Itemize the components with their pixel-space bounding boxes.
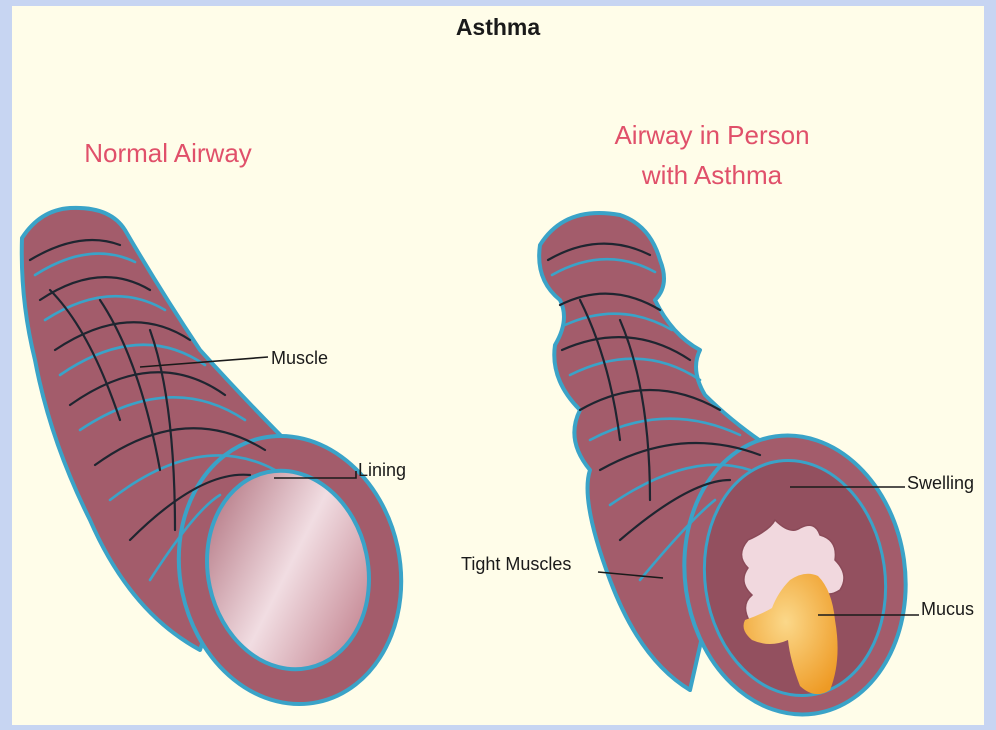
swelling-label: Swelling [907, 473, 974, 493]
normal-airway-heading: Normal Airway [84, 138, 252, 168]
asthma-airway-heading-line2: with Asthma [641, 160, 783, 190]
asthma-airway-heading-line1: Airway in Person [614, 120, 809, 150]
diagram-title: Asthma [456, 14, 541, 40]
mucus-label: Mucus [921, 599, 974, 619]
tight-muscles-label: Tight Muscles [461, 554, 571, 574]
lining-label: Lining [358, 460, 406, 480]
muscle-label: Muscle [271, 348, 328, 368]
